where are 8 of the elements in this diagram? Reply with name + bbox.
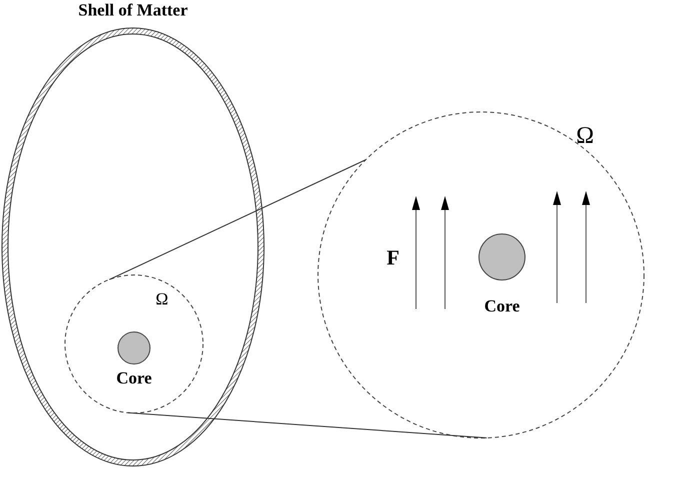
force-symbol: F [386,248,400,268]
zoom-connector-line [108,159,366,280]
omega-symbol: Ω [576,124,594,148]
zoom-connector-line [127,412,488,438]
shell-heading: Shell of Matter [78,2,188,18]
omega-symbol: Ω [156,290,168,308]
core-label: Core [484,298,520,314]
core-label: Core [116,370,152,386]
